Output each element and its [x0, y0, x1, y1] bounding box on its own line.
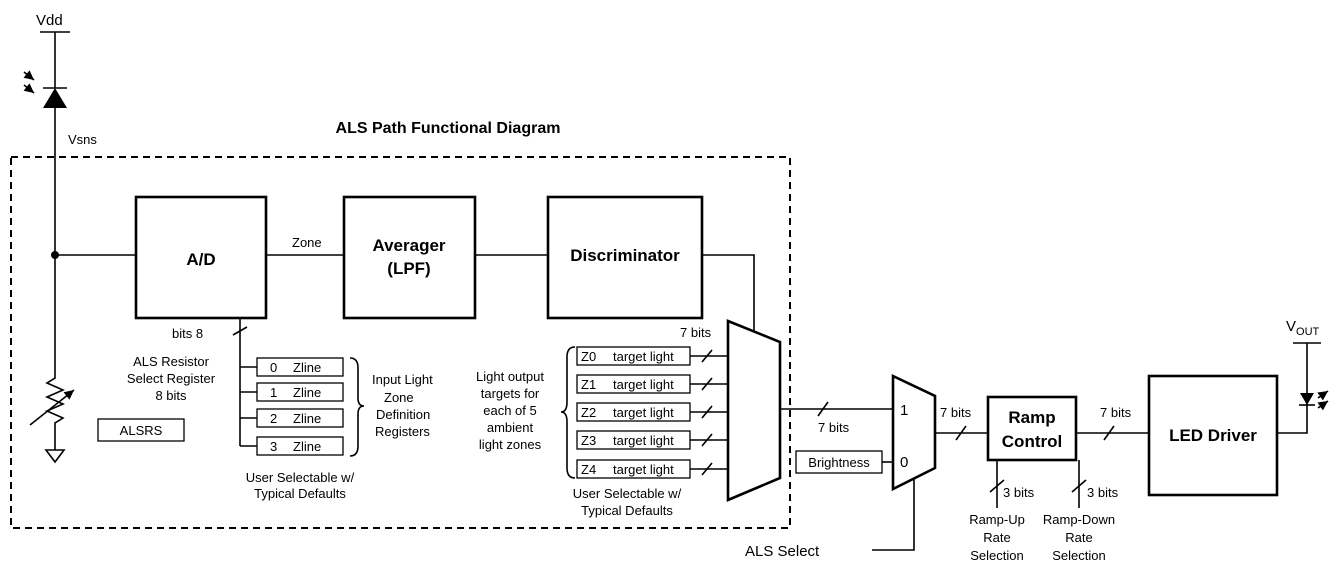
bits7-ramp-out-label: 7 bits	[1100, 405, 1132, 420]
ramp-label-2: Control	[1002, 432, 1062, 451]
target-zone: Z1	[581, 377, 596, 392]
bus-slash-8	[232, 326, 248, 336]
averager-label-2: (LPF)	[387, 259, 430, 278]
als-select-wire	[872, 479, 915, 551]
target-zone: Z4	[581, 462, 596, 477]
zline-name: Zline	[293, 411, 321, 426]
target-register-z0: Z0 target light 0	[576, 346, 742, 366]
zline-name: Zline	[293, 385, 321, 400]
ramp-down-label-1: Ramp-Down	[1043, 512, 1115, 527]
als-resistor-label-3: 8 bits	[155, 388, 187, 403]
diagram-title: ALS Path Functional Diagram	[336, 120, 561, 137]
zline-name: Zline	[293, 360, 321, 375]
user-selectable-1-line-2: Typical Defaults	[254, 486, 346, 501]
target-text: target light	[613, 462, 674, 477]
vsns-label: Vsns	[68, 132, 97, 147]
vout-label: VOUT	[1286, 318, 1320, 338]
bus-slash-ramp-out	[1103, 425, 1115, 441]
bits8-label: bits 8	[172, 326, 203, 341]
target-caption-1: Light output	[476, 369, 544, 384]
alsrs-label: ALSRS	[120, 423, 163, 438]
variable-resistor-icon	[29, 360, 75, 450]
target-caption-3: each of 5	[483, 403, 537, 418]
target-brace	[560, 346, 576, 479]
target-text: target light	[613, 349, 674, 364]
target-caption-5: light zones	[479, 437, 542, 452]
bus-slash-ramp-in	[955, 425, 967, 441]
averager-block	[342, 195, 477, 320]
target-zone: Z3	[581, 433, 596, 448]
zline-register-0: 0 Zline	[240, 357, 344, 377]
target-register-z4: Z4 target light 4	[576, 459, 742, 479]
zline-caption-2: Zone	[384, 390, 414, 405]
als-select-label: ALS Select	[745, 543, 820, 560]
vdd-label: Vdd	[36, 12, 63, 29]
user-selectable-2-line-1: User Selectable w/	[573, 486, 682, 501]
target-zone: Z0	[581, 349, 596, 364]
target-caption-2: targets for	[481, 386, 540, 401]
bits7-ramp-in-label: 7 bits	[940, 405, 972, 420]
als-select-mux	[891, 373, 937, 492]
zline-register-2: 2 Zline	[240, 408, 344, 428]
bus-slash-ramp-up	[989, 479, 1005, 493]
ramp-up-label-3: Selection	[970, 548, 1023, 563]
target-register-z1: Z1 target light 1	[576, 374, 742, 394]
target-register-z3: Z3 target light 3	[576, 430, 742, 450]
bits3-up-label: 3 bits	[1003, 485, 1035, 500]
ramp-label-1: Ramp	[1008, 408, 1055, 427]
target-register-z2: Z2 target light 2	[576, 402, 742, 422]
zone-label: Zone	[292, 235, 322, 250]
discriminator-to-mux-select-wire	[702, 254, 755, 336]
averager-label-1: Averager	[372, 236, 445, 255]
zline-brace	[349, 357, 365, 457]
ramp-up-label-2: Rate	[983, 530, 1010, 545]
discriminator-label: Discriminator	[570, 246, 680, 265]
ramp-up-label-1: Ramp-Up	[969, 512, 1025, 527]
photodiode-icon	[43, 87, 67, 108]
zline-caption-3: Definition	[376, 407, 430, 422]
led-driver-label: LED Driver	[1169, 426, 1257, 445]
brightness-label: Brightness	[808, 455, 870, 470]
zline-index: 1	[270, 385, 277, 400]
bus-slash-ramp-down	[1071, 479, 1087, 493]
mux2-input-1-label: 1	[900, 402, 908, 419]
led-icon	[1299, 390, 1329, 411]
target-text: target light	[613, 433, 674, 448]
zline-index: 3	[270, 439, 277, 454]
alsrs-register	[97, 418, 185, 442]
ramp-control-block	[986, 395, 1078, 462]
bits7-discriminator-label: 7 bits	[680, 325, 712, 340]
discriminator-block	[546, 195, 704, 320]
ramp-down-label-2: Rate	[1065, 530, 1092, 545]
ground-icon	[44, 449, 66, 464]
incoming-light-icon	[23, 70, 35, 94]
user-selectable-1-line-1: User Selectable w/	[246, 470, 355, 485]
zline-name: Zline	[293, 439, 321, 454]
target-text: target light	[613, 405, 674, 420]
zone-target-mux	[726, 319, 782, 502]
led-driver-block	[1147, 374, 1279, 497]
driver-to-led-wire	[1277, 343, 1308, 434]
als-path-boundary	[10, 156, 791, 529]
user-selectable-2-line-2: Typical Defaults	[581, 503, 673, 518]
zline-index: 2	[270, 411, 277, 426]
zline-caption-1: Input Light	[372, 372, 433, 387]
bits3-down-label: 3 bits	[1087, 485, 1119, 500]
bus-slash-mux1	[817, 401, 829, 417]
bits7-mux1-label: 7 bits	[818, 420, 850, 435]
ad-label: A/D	[186, 250, 215, 269]
mux2-input-0-label: 0	[900, 454, 908, 471]
zline-caption-4: Registers	[375, 424, 430, 439]
als-resistor-label-1: ALS Resistor	[133, 354, 210, 369]
target-zone: Z2	[581, 405, 596, 420]
target-text: target light	[613, 377, 674, 392]
zline-register-1: 1 Zline	[240, 382, 344, 402]
zline-index: 0	[270, 360, 277, 375]
zline-register-3: 3 Zline	[240, 436, 344, 456]
als-resistor-label-2: Select Register	[127, 371, 216, 386]
ad-block	[134, 195, 268, 320]
ramp-down-label-3: Selection	[1052, 548, 1105, 563]
target-caption-4: ambient	[487, 420, 534, 435]
